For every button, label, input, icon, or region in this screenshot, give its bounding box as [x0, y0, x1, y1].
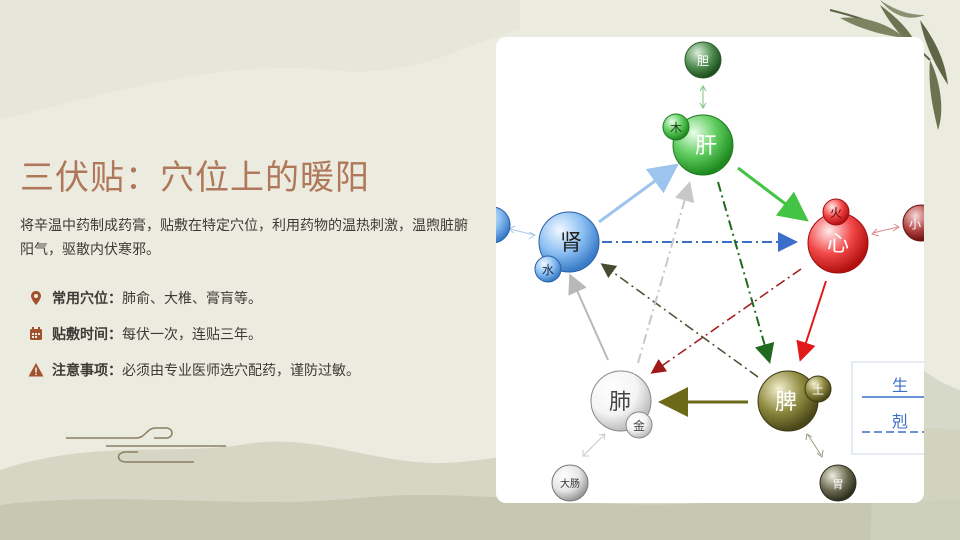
- node-heart-label: 心: [827, 232, 849, 257]
- connector-lung-largeintestine: [582, 433, 606, 457]
- connector-kidney-bladder: [508, 225, 536, 240]
- node-heart: 心 火: [807, 198, 869, 274]
- five-elements-diagram: 胆 小 胃 大肠 肝 木 心 火: [496, 41, 924, 502]
- node-gallbladder-label: 胆: [697, 54, 709, 68]
- bullet-caution: 注意事项： 必须由专业医师选穴配药，谨防过敏。: [28, 358, 360, 382]
- element-metal-label: 金: [633, 418, 645, 433]
- slide-title: 三伏贴：穴位上的暖阳: [20, 158, 370, 198]
- arrow-lung-to-kidney: [568, 273, 609, 361]
- element-wood-label: 木: [670, 121, 682, 135]
- bullet-label: 常用穴位：: [52, 291, 122, 307]
- node-liver: 肝 木: [662, 113, 734, 176]
- connector-liver-gallbladder: [699, 85, 707, 109]
- element-fire-label: 火: [830, 206, 842, 220]
- cloud-line-ornament: [66, 427, 226, 463]
- arrow-heart-restrains-lung: [650, 268, 802, 374]
- diagram-legend: 生 剋: [851, 361, 924, 455]
- node-small-intestine: 小: [902, 204, 924, 242]
- bullet-label: 贴敷时间：: [52, 327, 122, 343]
- bullet-label: 注意事项：: [52, 363, 122, 379]
- node-lung-label: 肺: [609, 390, 631, 415]
- bullet-acupoints: 常用穴位： 肺俞、大椎、膏肓等。: [28, 286, 360, 310]
- node-stomach: 胃: [819, 464, 857, 502]
- bullet-text: 肺俞、大椎、膏肓等。: [122, 291, 262, 307]
- bullet-timing: 贴敷时间： 每伏一次，连贴三年。: [28, 322, 360, 346]
- node-spleen-label: 脾: [775, 390, 797, 415]
- connector-heart-smallintestine: [871, 223, 900, 237]
- node-spleen: 脾 土: [757, 370, 832, 432]
- legend-generate-label: 生: [892, 376, 908, 395]
- node-kidney: 肾 水: [534, 211, 600, 283]
- node-large-intestine-label: 大肠: [560, 477, 580, 490]
- node-large-intestine: 大肠: [551, 464, 589, 502]
- arrow-spleen-restrains-kidney: [600, 263, 759, 378]
- node-bladder: [496, 206, 511, 244]
- node-small-intestine-label: 小: [909, 217, 921, 231]
- arrow-liver-to-heart: [737, 166, 809, 222]
- node-stomach-label: 胃: [833, 478, 844, 491]
- connector-spleen-stomach: [805, 433, 824, 458]
- bullet-list: 常用穴位： 肺俞、大椎、膏肓等。 贴敷时间： 每伏一次，连贴三年。 注意事项： …: [28, 286, 360, 394]
- arrow-heart-to-spleen: [796, 280, 827, 362]
- map-pin-icon: [28, 290, 44, 306]
- bullet-text: 必须由专业医师选穴配药，谨防过敏。: [122, 363, 360, 379]
- five-elements-diagram-card: 胆 小 胃 大肠 肝 木 心 火: [496, 37, 924, 503]
- node-gallbladder: 胆: [684, 41, 722, 79]
- arrow-liver-restrains-spleen: [717, 181, 775, 364]
- bamboo-leaves-decoration: [829, 0, 948, 130]
- arrow-kidney-to-liver: [598, 163, 679, 224]
- arrow-lung-restrains-liver: [637, 181, 695, 364]
- node-kidney-label: 肾: [560, 231, 582, 256]
- warning-icon: [28, 362, 44, 378]
- intro-paragraph: 将辛温中药制成药膏，贴敷在特定穴位，利用药物的温热刺激，温煦脏腑阳气，驱散内伏寒…: [20, 218, 468, 258]
- bullet-text: 每伏一次，连贴三年。: [122, 327, 262, 343]
- calendar-icon: [28, 326, 44, 342]
- legend-restrain-label: 剋: [892, 412, 908, 431]
- node-lung: 肺 金: [590, 370, 653, 439]
- node-liver-label: 肝: [695, 134, 717, 159]
- element-water-label: 水: [542, 263, 554, 277]
- element-earth-label: 土: [812, 383, 824, 397]
